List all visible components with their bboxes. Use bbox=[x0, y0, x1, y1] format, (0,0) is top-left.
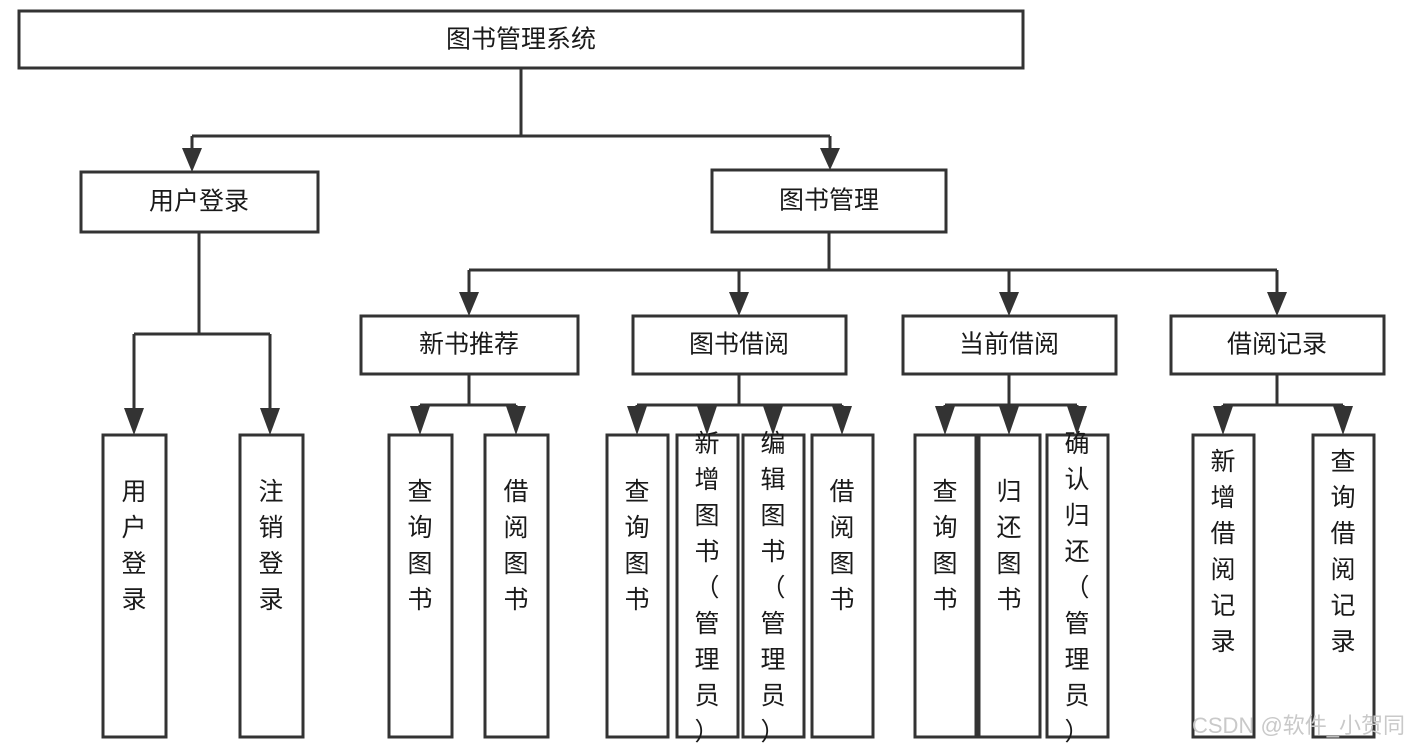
node-new-book-recommend-box[interactable] bbox=[359, 314, 580, 376]
arrow-to-user-login bbox=[182, 148, 202, 172]
leaf-borrow-borrow-book-box[interactable] bbox=[810, 433, 875, 739]
leaf-record-query-record[interactable]: 查询借阅记录 bbox=[1311, 433, 1376, 739]
connector-layer bbox=[124, 68, 1353, 435]
leaf-current-confirm-return-admin-box[interactable] bbox=[1045, 433, 1110, 739]
leaf-borrow-add-book-admin-box[interactable] bbox=[675, 433, 740, 739]
arrow-current-leaf-3 bbox=[1067, 406, 1087, 435]
leaf-newbook-query-book-box[interactable] bbox=[387, 433, 454, 739]
node-borrow-record-label: 借阅记录 bbox=[1227, 331, 1327, 359]
node-user-login-box[interactable] bbox=[79, 170, 320, 234]
leaf-newbook-borrow-book[interactable]: 借阅图书 bbox=[483, 433, 550, 739]
leaf-current-return-book-box[interactable] bbox=[977, 433, 1042, 739]
node-borrow-record[interactable]: 借阅记录 bbox=[1169, 314, 1386, 376]
arrow-current-leaf-1 bbox=[935, 406, 955, 435]
arrow-newbook-leaf-2 bbox=[506, 406, 526, 435]
arrow-to-book-mgmt bbox=[820, 148, 840, 170]
node-new-book-recommend-label: 新书推荐 bbox=[419, 331, 519, 359]
leaf-borrow-add-book-admin[interactable]: 新增图书（管理员） bbox=[675, 430, 740, 746]
arrow-to-borrow-record bbox=[1267, 292, 1287, 316]
arrow-to-leaf-logout bbox=[260, 408, 280, 435]
arrow-borrow-leaf-4 bbox=[832, 406, 852, 435]
arrow-to-new-book bbox=[459, 292, 479, 316]
leaf-borrow-edit-book-admin-label: 编辑图书（管理员） bbox=[760, 430, 785, 746]
node-book-management-box[interactable] bbox=[710, 168, 948, 234]
leaf-record-add-record[interactable]: 新增借阅记录 bbox=[1191, 433, 1256, 739]
node-book-management[interactable]: 图书管理 bbox=[710, 168, 948, 234]
node-current-borrow-box[interactable] bbox=[901, 314, 1118, 376]
node-new-book-recommend[interactable]: 新书推荐 bbox=[359, 314, 580, 376]
leaf-borrow-edit-book-admin[interactable]: 编辑图书（管理员） bbox=[741, 430, 806, 746]
node-current-borrow[interactable]: 当前借阅 bbox=[901, 314, 1118, 376]
csdn-watermark: CSDN @软件_小贺同学 bbox=[1192, 713, 1405, 738]
leaf-borrow-borrow-book[interactable]: 借阅图书 bbox=[810, 433, 875, 739]
leaf-logout-box[interactable] bbox=[238, 433, 305, 739]
node-root-label: 图书管理系统 bbox=[446, 26, 596, 54]
leaf-borrow-query-book-box[interactable] bbox=[605, 433, 670, 739]
arrow-current-leaf-2 bbox=[999, 406, 1019, 435]
leaf-newbook-query-book[interactable]: 查询图书 bbox=[387, 433, 454, 739]
leaf-current-query-book-box[interactable] bbox=[913, 433, 978, 739]
leaf-borrow-query-book-label: 查询图书 bbox=[624, 478, 649, 614]
leaf-newbook-borrow-book-box[interactable] bbox=[483, 433, 550, 739]
leaf-current-confirm-return-admin[interactable]: 确认归还（管理员） bbox=[1045, 430, 1110, 746]
leaf-current-return-book-label: 归还图书 bbox=[996, 478, 1021, 614]
leaf-record-query-record-label: 查询借阅记录 bbox=[1330, 448, 1355, 656]
arrow-to-book-borrow bbox=[729, 292, 749, 316]
node-user-login[interactable]: 用户登录 bbox=[79, 170, 320, 234]
leaf-borrow-edit-book-admin-box[interactable] bbox=[741, 433, 806, 739]
leaf-current-query-book-label: 查询图书 bbox=[932, 478, 957, 614]
node-book-borrow-label: 图书借阅 bbox=[689, 331, 789, 359]
arrow-newbook-leaf-1 bbox=[410, 406, 430, 435]
leaf-record-add-record-label: 新增借阅记录 bbox=[1210, 448, 1235, 656]
leaf-current-query-book[interactable]: 查询图书 bbox=[913, 433, 978, 739]
arrow-borrow-leaf-2 bbox=[697, 406, 717, 435]
arrow-borrow-leaf-1 bbox=[627, 406, 647, 435]
node-root[interactable]: 图书管理系统 bbox=[17, 9, 1025, 70]
leaf-record-add-record-box[interactable] bbox=[1191, 433, 1256, 739]
arrow-to-current-borrow bbox=[999, 292, 1019, 316]
leaf-user-login-label: 用户登录 bbox=[121, 478, 146, 614]
leaf-borrow-query-book[interactable]: 查询图书 bbox=[605, 433, 670, 739]
leaf-user-login[interactable]: 用户登录 bbox=[101, 433, 168, 739]
leaf-newbook-borrow-book-label: 借阅图书 bbox=[503, 478, 528, 614]
leaf-newbook-query-book-label: 查询图书 bbox=[407, 478, 432, 614]
node-user-login-label: 用户登录 bbox=[149, 188, 249, 216]
arrow-record-leaf-2 bbox=[1333, 406, 1353, 435]
leaf-current-return-book[interactable]: 归还图书 bbox=[977, 433, 1042, 739]
node-book-borrow-box[interactable] bbox=[631, 314, 848, 376]
leaf-user-login-box[interactable] bbox=[101, 433, 168, 739]
leaf-record-query-record-box[interactable] bbox=[1311, 433, 1376, 739]
leaf-logout[interactable]: 注销登录 bbox=[238, 433, 305, 739]
node-book-borrow[interactable]: 图书借阅 bbox=[631, 314, 848, 376]
node-current-borrow-label: 当前借阅 bbox=[959, 331, 1059, 359]
node-root-box[interactable] bbox=[17, 9, 1025, 70]
leaf-borrow-add-book-admin-label: 新增图书（管理员） bbox=[694, 430, 719, 746]
arrow-borrow-leaf-3 bbox=[763, 406, 783, 435]
node-book-management-label: 图书管理 bbox=[779, 187, 879, 215]
leaf-current-confirm-return-admin-label: 确认归还（管理员） bbox=[1064, 430, 1089, 746]
node-borrow-record-box[interactable] bbox=[1169, 314, 1386, 376]
arrow-to-leaf-user-login bbox=[124, 408, 144, 435]
leaf-logout-label: 注销登录 bbox=[258, 478, 283, 614]
arrow-record-leaf-1 bbox=[1213, 406, 1233, 435]
leaf-borrow-borrow-book-label: 借阅图书 bbox=[829, 478, 854, 614]
